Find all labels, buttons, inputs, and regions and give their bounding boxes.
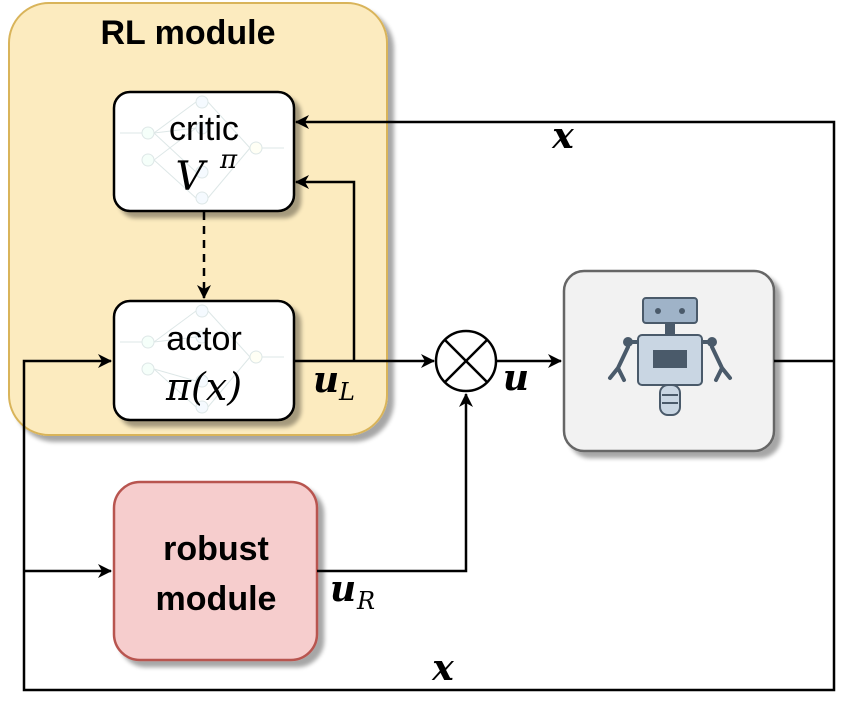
- signal-x-bottom: x: [431, 647, 454, 689]
- signal-u-r-sub: R: [356, 587, 375, 615]
- robust-module-block: robust module: [112, 480, 319, 662]
- signal-u-l-main: u: [313, 359, 339, 401]
- signal-u: u: [503, 357, 529, 399]
- connections: [22, 115, 836, 692]
- state-bottom-loop: [22, 354, 836, 692]
- plant-block: [562, 269, 776, 453]
- robot-icon: [608, 297, 732, 416]
- critic-v: V: [176, 154, 209, 200]
- rl-module-title: RL module: [100, 14, 275, 52]
- neural-net-icon: [120, 95, 284, 205]
- ul-to-critic-arrow: [295, 175, 356, 361]
- critic-label: critic: [169, 110, 239, 148]
- signal-u-r: u R: [330, 568, 375, 615]
- robust-to-junction-arrow: [317, 393, 473, 573]
- critic-superscript: π: [219, 145, 238, 175]
- actor-block: actor π(x): [112, 299, 296, 422]
- signal-u-r-main: u: [330, 568, 356, 610]
- robust-module-line2: module: [156, 580, 277, 618]
- signal-u-l: u L: [313, 359, 355, 406]
- summing-junction: [434, 329, 498, 393]
- signal-x-top: x: [551, 115, 574, 157]
- state-to-critic-arrow: [295, 115, 836, 361]
- neural-net-icon: [120, 304, 284, 414]
- critic-block: critic V π: [112, 90, 296, 213]
- actor-label: actor: [166, 320, 242, 358]
- robust-module-line1: robust: [163, 530, 269, 568]
- critic-value-symbol: V: [176, 154, 209, 200]
- actor-policy: π(x): [165, 365, 242, 409]
- signal-u-l-sub: L: [338, 378, 355, 406]
